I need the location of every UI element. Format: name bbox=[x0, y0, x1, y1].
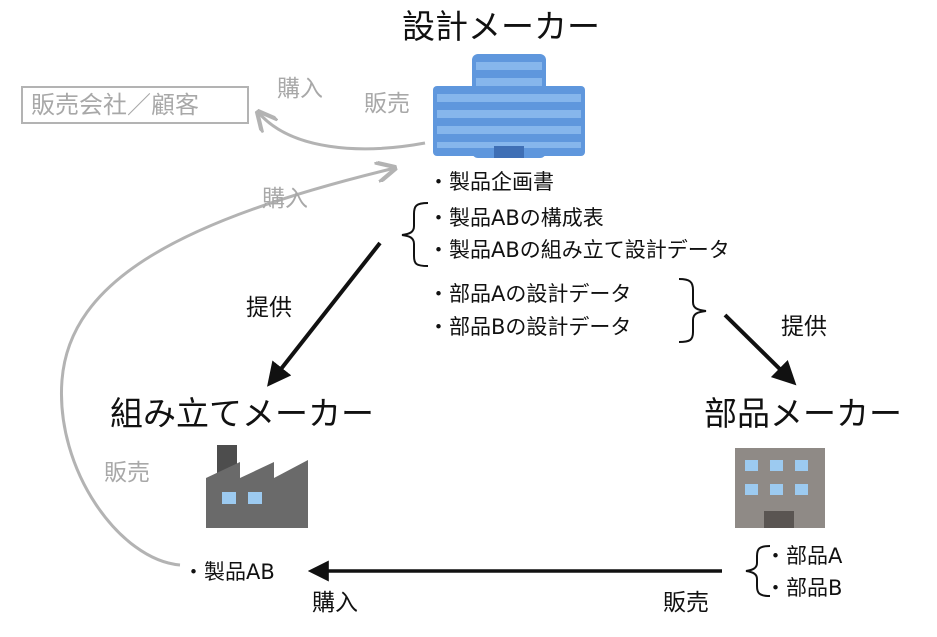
provide-arrow-left bbox=[267, 241, 382, 387]
design-docs-brace bbox=[401, 202, 429, 267]
assembly-to-design-arrow bbox=[59, 168, 395, 567]
design-doc-item: ・製品企画書 bbox=[428, 170, 554, 194]
provide-label-right: 提供 bbox=[781, 314, 827, 340]
assembly-sell-label: 販売 bbox=[104, 460, 150, 486]
parts-doc-item: ・部品Aの設計データ bbox=[428, 282, 632, 306]
parts-output-item: ・部品A bbox=[765, 544, 843, 568]
design-to-customer-arrow bbox=[258, 112, 426, 151]
small-office-icon bbox=[735, 448, 825, 528]
parts-output-item: ・部品B bbox=[765, 576, 843, 600]
parts-sell-label: 販売 bbox=[663, 590, 709, 616]
design-sell-label: 販売 bbox=[364, 91, 410, 117]
assembly-buy-label: 購入 bbox=[312, 590, 358, 616]
parts-doc-item: ・部品Bの設計データ bbox=[428, 315, 632, 339]
design-doc-item: ・製品ABの組み立て設計データ bbox=[428, 238, 730, 262]
parts-maker-title: 部品メーカー bbox=[704, 394, 902, 433]
design-maker-title: 設計メーカー bbox=[402, 7, 600, 46]
provide-arrow-right bbox=[723, 313, 797, 386]
customer-box: 販売会社／顧客 bbox=[21, 86, 249, 124]
office-building-icon bbox=[433, 54, 585, 158]
assembly-maker-title: 組み立てメーカー bbox=[110, 394, 374, 433]
design-buy-label: 購入 bbox=[262, 186, 308, 212]
factory-icon bbox=[206, 445, 308, 528]
assembly-output-item: ・製品AB bbox=[183, 560, 275, 584]
parts-output-brace bbox=[745, 545, 771, 597]
parts-docs-brace bbox=[678, 278, 707, 343]
design-doc-item: ・製品ABの構成表 bbox=[428, 206, 604, 230]
provide-label-left: 提供 bbox=[246, 295, 292, 321]
customer-buy-label: 購入 bbox=[277, 76, 323, 102]
